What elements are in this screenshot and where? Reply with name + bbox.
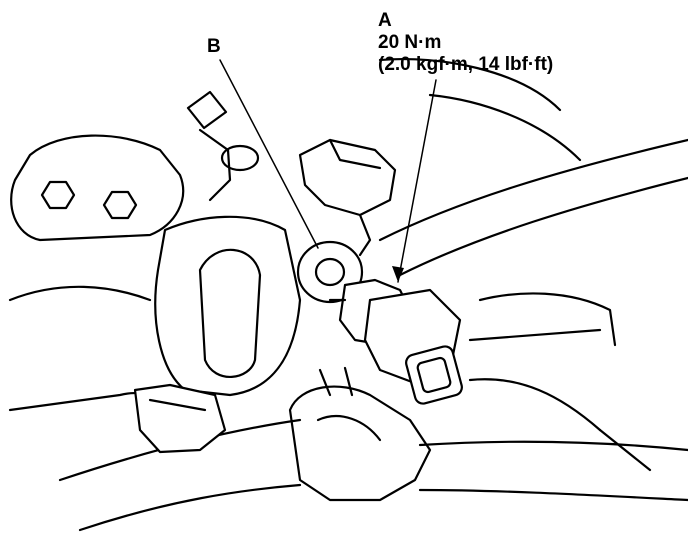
hose-lower bbox=[58, 418, 688, 532]
callout-a-label: A bbox=[378, 10, 392, 31]
hose-clamp-lower bbox=[288, 366, 432, 502]
torque-alt-units: (2.0 kgf·m, 14 lbf·ft) bbox=[378, 54, 554, 75]
callout-a-block: A 20 N·m (2.0 kgf·m, 14 lbf·ft) bbox=[378, 10, 553, 76]
bolt-head-left bbox=[40, 180, 76, 210]
mounting-pad bbox=[186, 90, 260, 202]
hose-upper bbox=[378, 138, 688, 277]
leader-line-b bbox=[219, 59, 319, 249]
leader-line-a bbox=[392, 79, 437, 283]
bolt-head-right bbox=[102, 190, 138, 220]
callout-b-label: B bbox=[207, 36, 221, 57]
sensor-a-body bbox=[328, 278, 463, 405]
upper-connector bbox=[298, 138, 397, 257]
torque-value: 20 N·m bbox=[378, 32, 442, 53]
bracket-lower-left bbox=[133, 383, 227, 454]
